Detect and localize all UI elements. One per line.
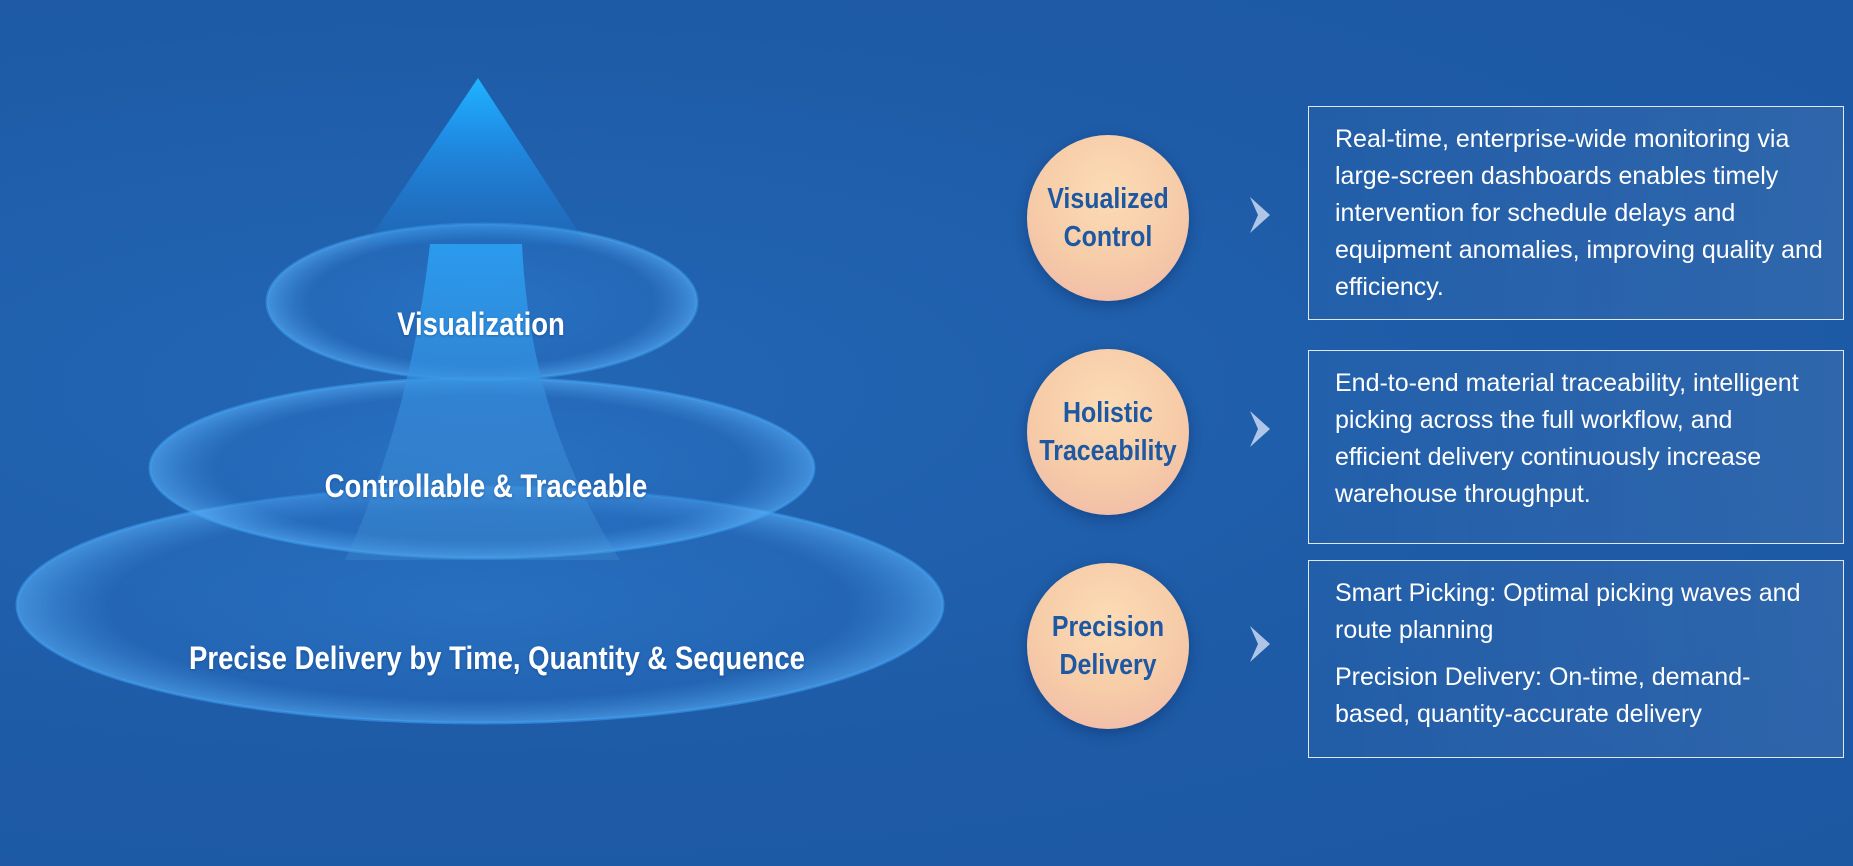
circle-label-line: Traceability (1039, 435, 1177, 467)
feature-circle-label: Precision Delivery (1038, 608, 1177, 684)
tier-label-middle: Controllable & Traceable (324, 468, 648, 504)
circle-label-line: Holistic (1062, 397, 1154, 429)
tier-label-bottom: Precise Delivery by Time, Quantity & Seq… (189, 640, 805, 676)
feature-description-text: End-to-end material traceability, intell… (1335, 369, 1799, 508)
arrow-shaft (345, 244, 620, 560)
feature-description-text: Smart Picking: Optimal picking waves and… (1335, 579, 1801, 644)
feature-circle-label: Holistic Traceability (1038, 394, 1177, 470)
pyramid-graphic (15, 78, 945, 725)
feature-description-box: End-to-end material traceability, intell… (1308, 350, 1844, 544)
feature-description-text: Precision Delivery: On-time, demand-base… (1335, 663, 1751, 728)
feature-description-text: Real-time, enterprise-wide monitoring vi… (1335, 125, 1823, 301)
chevron-right-icon (1250, 626, 1270, 662)
circle-label-line: Visualized (1047, 183, 1169, 215)
circle-label-line: Control (1063, 221, 1153, 253)
circle-label-line: Delivery (1059, 649, 1157, 681)
feature-description-box: Smart Picking: Optimal picking waves and… (1308, 560, 1844, 758)
feature-circle-label: Visualized Control (1038, 180, 1177, 256)
chevron-right-icon (1250, 197, 1270, 233)
tier-label-top: Visualization (397, 306, 565, 342)
feature-circle-precision-delivery: Precision Delivery (1027, 563, 1189, 729)
circle-label-line: Precision (1051, 611, 1165, 643)
feature-circle-holistic-traceability: Holistic Traceability (1027, 349, 1189, 515)
up-arrow-icon (366, 78, 586, 244)
chevron-right-icon (1250, 411, 1270, 447)
feature-description-box: Real-time, enterprise-wide monitoring vi… (1308, 106, 1844, 320)
feature-circle-visualized-control: Visualized Control (1027, 135, 1189, 301)
